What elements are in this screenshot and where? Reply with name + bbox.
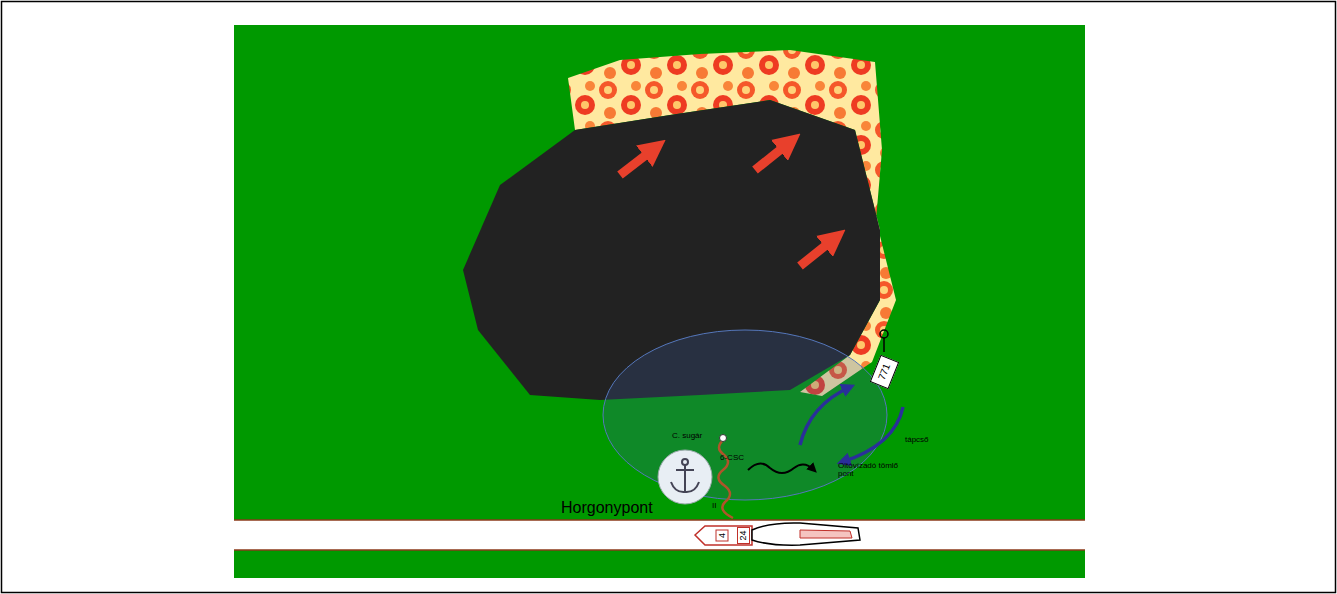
hydrant-link (883, 338, 885, 352)
vehicle-number: 24 (739, 531, 748, 541)
callout-number: II (712, 502, 716, 510)
anchor-symbol (658, 450, 712, 504)
point-label: Oltóvízadó tömlő pont (838, 462, 902, 479)
tanker-vehicle (695, 523, 860, 545)
flow-arrows (800, 387, 903, 462)
spread-arrows (620, 142, 835, 266)
vehicle-box: 4 (716, 530, 729, 542)
vehicle-number: 771 (876, 362, 892, 381)
hose (718, 440, 733, 518)
vehicle-box: 24 (737, 527, 750, 544)
supply-hose (748, 463, 814, 473)
pipe-label: tápcső (905, 436, 929, 444)
nozzle-label: C. sugár (672, 432, 702, 440)
nozzle-point (720, 435, 727, 442)
hose-label: 6-CSC (720, 454, 744, 462)
anchor-label: Horgonypont (561, 500, 653, 517)
road (234, 520, 1085, 550)
ground (234, 25, 1085, 578)
vehicle-number: 4 (718, 533, 727, 538)
